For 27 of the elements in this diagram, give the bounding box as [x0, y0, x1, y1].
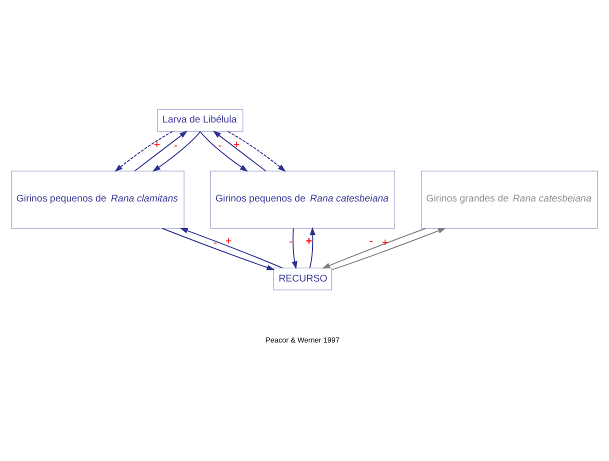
node-box: Girinos pequenos de Rana clamitans — [11, 170, 184, 229]
arrow — [331, 228, 446, 270]
node-box: Girinos pequenos de Rana catesbeiana — [210, 170, 396, 229]
arrow — [180, 228, 283, 268]
arrow — [309, 227, 316, 268]
node-box: Girinos grandes de Rana catesbeiana — [420, 170, 598, 229]
edge-label: + — [154, 138, 160, 151]
arrow — [212, 130, 266, 172]
arrow — [134, 130, 188, 172]
edge-label: + — [225, 235, 232, 248]
edge-label: - — [174, 140, 178, 152]
edge-label: + — [306, 235, 312, 248]
edge-label: - — [289, 236, 293, 248]
arrow — [162, 228, 275, 270]
arrow — [152, 131, 201, 172]
node-box: Larva de Libélula — [157, 109, 244, 132]
edge-label: + — [233, 138, 240, 151]
node-box: RECURSO — [273, 268, 332, 290]
arrow — [228, 131, 286, 172]
edge-label: - — [213, 237, 217, 250]
edge-label: - — [369, 236, 374, 248]
edge-label: - — [218, 140, 222, 152]
arrow — [292, 228, 298, 270]
arrow — [114, 131, 173, 172]
arrow — [322, 228, 426, 269]
arrow — [200, 131, 248, 172]
edge-label: + — [382, 237, 388, 250]
